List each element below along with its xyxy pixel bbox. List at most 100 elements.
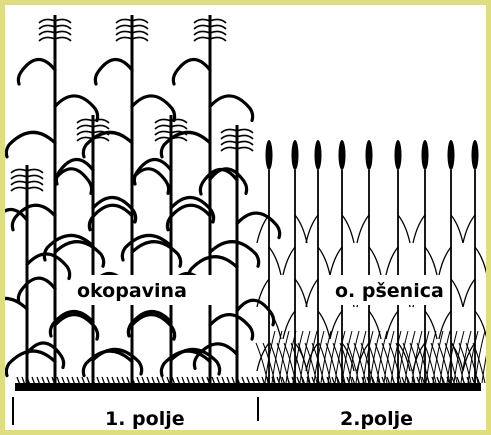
- grass-blade: [319, 343, 331, 383]
- tassel-branch: [27, 169, 43, 173]
- wheat-leaf: [342, 215, 354, 243]
- tassel-branch: [93, 119, 109, 123]
- grass-blade: [270, 343, 282, 383]
- tassel-branch: [27, 181, 43, 185]
- maize-leaf: [132, 96, 175, 121]
- wheat-ear: [395, 140, 402, 170]
- tassel-branch: [77, 119, 93, 123]
- maize-leaf: [18, 59, 55, 84]
- tassel-branch: [194, 19, 210, 23]
- crop-label-right: o. pšenica: [335, 280, 444, 302]
- grass-blade: [347, 343, 359, 383]
- grass-blade: [277, 343, 289, 383]
- maize-leaf: [5, 298, 27, 323]
- wheat-leaf: [306, 279, 318, 307]
- wheat-leaf: [330, 311, 342, 339]
- wheat-ear: [448, 140, 455, 170]
- maize-leaf: [5, 209, 27, 234]
- grass-blade: [452, 343, 464, 383]
- tassel-branch: [221, 129, 237, 133]
- wheat-leaf: [295, 279, 307, 307]
- maize-leaf: [12, 205, 55, 230]
- maize-leaf: [89, 205, 132, 230]
- wheat-ear: [472, 140, 479, 170]
- tassel-branch: [116, 37, 132, 41]
- wheat-leaf: [357, 215, 369, 243]
- illustration-panel: okopavina o. pšenica 1. polje 2.polje: [5, 5, 486, 430]
- tassel-branch: [155, 119, 171, 123]
- wheat-plant: [439, 140, 463, 383]
- field-label-right: 2.polje: [340, 408, 413, 430]
- tassel-branch: [39, 19, 55, 23]
- tassel-branch: [171, 125, 187, 129]
- wheat-leaf: [463, 215, 475, 243]
- maize-leaf: [210, 242, 259, 267]
- wheat-leaf: [439, 247, 451, 275]
- tassel-branch: [39, 31, 55, 35]
- tassel-branch: [27, 187, 43, 191]
- wheat-ear: [266, 140, 273, 170]
- maize-leaf: [6, 132, 55, 157]
- wheat-leaf: [318, 311, 330, 339]
- tassel-branch: [77, 131, 93, 135]
- wheat-leaf: [283, 247, 295, 275]
- tassel-branch: [27, 175, 43, 179]
- grass-blade: [417, 343, 429, 383]
- wheat-leaf: [475, 247, 486, 275]
- wheat-ear: [315, 140, 322, 170]
- maize-plant: [161, 15, 258, 383]
- maize-leaf: [167, 205, 210, 230]
- tassel-branch: [171, 137, 187, 141]
- tassel-branch: [116, 31, 132, 35]
- maize-leaf: [161, 351, 210, 376]
- tassel-branch: [194, 37, 210, 41]
- maize-plant: [83, 15, 180, 383]
- wheat-leaf: [295, 215, 307, 243]
- tassel-branch: [39, 25, 55, 29]
- tassel-branch: [210, 19, 226, 23]
- wheat-leaf: [425, 247, 437, 275]
- maize-leaf: [161, 132, 210, 157]
- wheat-leaf: [398, 215, 410, 243]
- maize-leaf: [6, 351, 55, 376]
- tassel-branch: [210, 37, 226, 41]
- tassel-branch: [39, 37, 55, 41]
- grass-blade: [403, 343, 415, 383]
- tassel-branch: [221, 135, 237, 139]
- tassel-branch: [155, 125, 171, 129]
- maize-plant: [188, 125, 279, 383]
- grass-blade: [305, 343, 317, 383]
- grass-blade: [389, 343, 401, 383]
- maize-leaf: [210, 315, 253, 340]
- tassel-branch: [210, 25, 226, 29]
- tassel-branch: [132, 31, 148, 35]
- maize-leaf: [132, 242, 181, 267]
- tassel-branch: [116, 19, 132, 23]
- wheat-plant: [386, 140, 410, 383]
- tassel-branch: [194, 25, 210, 29]
- tassel-branch: [132, 25, 148, 29]
- crop-field-illustration: okopavina o. pšenica 1. polje 2.polje: [5, 5, 486, 430]
- wheat-ear: [422, 140, 429, 170]
- tassel-branch: [77, 125, 93, 129]
- wheat-plant: [283, 140, 307, 383]
- maize-plant: [6, 15, 103, 383]
- crop-label-left: okopavina: [77, 280, 187, 302]
- wheat-leaf: [451, 215, 463, 243]
- tassel-branch: [93, 125, 109, 129]
- wheat-leaf: [257, 215, 269, 243]
- wheat-leaf: [283, 311, 295, 339]
- maize-leaf: [210, 96, 253, 121]
- wheat-leaf: [330, 247, 342, 275]
- tassel-branch: [237, 141, 253, 145]
- tassel-branch: [237, 135, 253, 139]
- wheat-leaf: [386, 247, 398, 275]
- wheat-leaf: [306, 215, 318, 243]
- tassel-branch: [132, 19, 148, 23]
- tassel-branch: [132, 37, 148, 41]
- wheat-plants: [256, 140, 486, 383]
- maize-leaf: [27, 254, 70, 279]
- tassel-branch: [11, 181, 27, 185]
- tassel-branch: [155, 131, 171, 135]
